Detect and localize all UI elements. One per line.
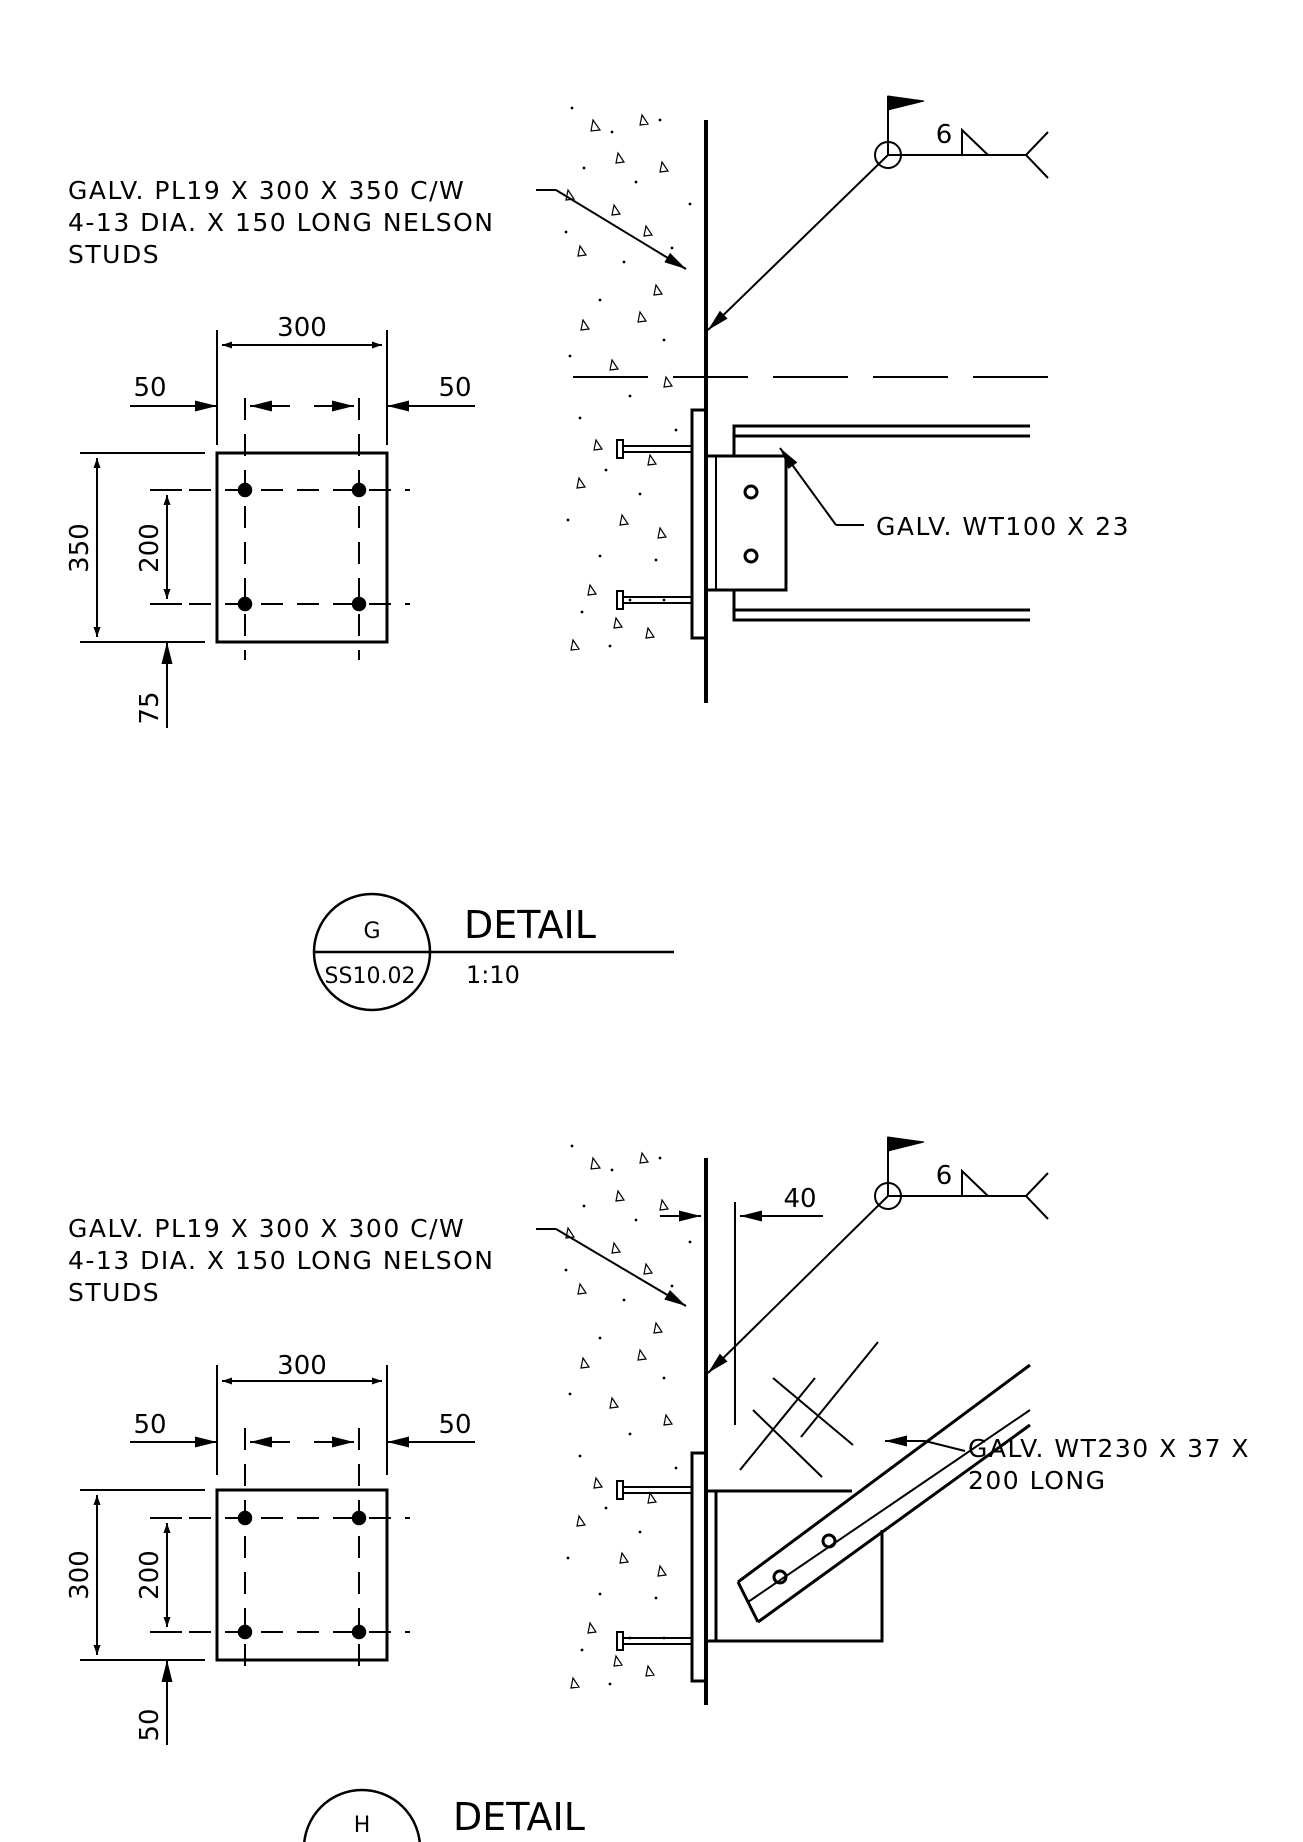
stud-marker bbox=[351, 1510, 367, 1526]
dim-bottom-edge: 50 bbox=[135, 1708, 165, 1741]
embed-plate bbox=[690, 408, 708, 640]
detail-letter: H bbox=[354, 1813, 371, 1838]
fillet-weld-icon bbox=[961, 1168, 989, 1197]
wt-stem bbox=[706, 1489, 884, 1643]
wt-stem bbox=[704, 454, 788, 592]
nelson-stud bbox=[616, 1631, 624, 1651]
member-label-line-2: 200 LONG bbox=[968, 1466, 1106, 1495]
dim-left-edge: 50 bbox=[133, 1410, 166, 1440]
plate-note-line-2: 4-13 DIA. X 150 LONG NELSON bbox=[68, 208, 495, 237]
detail-letter: G bbox=[363, 919, 380, 944]
dim-bottom-edge: 75 bbox=[135, 691, 165, 724]
nelson-stud bbox=[616, 1480, 624, 1500]
plate-note-line-3: STUDS bbox=[68, 240, 160, 269]
dim-right-edge: 50 bbox=[438, 1410, 471, 1440]
section-view-g bbox=[564, 95, 1065, 703]
member-label-line-1: GALV. WT230 X 37 X bbox=[968, 1434, 1250, 1463]
weld-size: 6 bbox=[936, 120, 953, 150]
detail-title-g: G SS10.02 DETAIL 1:10 bbox=[312, 892, 674, 1012]
detail-title: DETAIL bbox=[453, 1795, 585, 1839]
plate-note-line-1: GALV. PL19 X 300 X 300 C/W bbox=[68, 1214, 465, 1243]
weld-tail-icon bbox=[1024, 1172, 1049, 1220]
nelson-stud bbox=[616, 439, 624, 459]
bolt-hole bbox=[772, 1569, 788, 1585]
stud-marker bbox=[351, 596, 367, 612]
stud-marker bbox=[237, 1624, 253, 1640]
detail-marker-bubble bbox=[303, 1788, 421, 1842]
detail-h: GALV. PL19 X 300 X 300 C/W 4-13 DIA. X 1… bbox=[65, 1136, 1250, 1842]
field-weld-flag-icon bbox=[887, 1136, 925, 1152]
concrete-hatch bbox=[565, 1151, 674, 1689]
nelson-stud bbox=[616, 590, 624, 610]
base-plate-outline bbox=[215, 1488, 389, 1662]
sheet-reference: SS10.02 bbox=[325, 964, 416, 989]
concrete-hatch bbox=[565, 113, 674, 651]
leader-arrow bbox=[555, 1228, 687, 1307]
dim-stud-spacing: 200 bbox=[135, 1550, 165, 1600]
plate-note-line-1: GALV. PL19 X 300 X 350 C/W bbox=[68, 176, 465, 205]
stud-marker bbox=[237, 482, 253, 498]
dim-stud-spacing: 200 bbox=[135, 523, 165, 573]
concrete-dots bbox=[564, 106, 692, 648]
beam-bottom-flange bbox=[732, 590, 1030, 622]
bolt-hole bbox=[743, 484, 759, 500]
dim-right-edge: 50 bbox=[438, 373, 471, 403]
detail-title-h: H DETAIL bbox=[303, 1788, 585, 1842]
field-weld-flag-icon bbox=[887, 95, 925, 111]
plate-note-h: GALV. PL19 X 300 X 300 C/W 4-13 DIA. X 1… bbox=[68, 1214, 687, 1307]
concrete-dots bbox=[564, 1144, 692, 1686]
base-plate-outline bbox=[215, 451, 389, 644]
detail-title: DETAIL bbox=[464, 903, 596, 947]
dim-left-edge: 50 bbox=[133, 373, 166, 403]
detail-g: GALV. PL19 X 300 X 350 C/W 4-13 DIA. X 1… bbox=[65, 95, 1130, 1012]
bolt-hole bbox=[743, 548, 759, 564]
leader-arrow bbox=[555, 189, 687, 270]
fillet-weld-icon bbox=[961, 127, 989, 156]
plate-note-g: GALV. PL19 X 300 X 350 C/W 4-13 DIA. X 1… bbox=[68, 176, 687, 270]
detail-scale: 1:10 bbox=[466, 961, 520, 989]
weld-leader bbox=[707, 1195, 889, 1374]
plate-plan-g bbox=[80, 330, 475, 728]
plate-plan-h bbox=[80, 1365, 475, 1745]
plate-note-line-3: STUDS bbox=[68, 1278, 160, 1307]
weld-tail-icon bbox=[1024, 131, 1049, 179]
stud-marker bbox=[351, 482, 367, 498]
dim-offset: 40 bbox=[783, 1184, 816, 1214]
weld-size: 6 bbox=[936, 1161, 953, 1191]
stud-marker bbox=[237, 1510, 253, 1526]
dim-width: 300 bbox=[277, 1351, 327, 1381]
stud-marker bbox=[351, 1624, 367, 1640]
dim-width: 300 bbox=[277, 313, 327, 343]
plate-note-line-2: 4-13 DIA. X 150 LONG NELSON bbox=[68, 1246, 495, 1275]
beam-top-flange bbox=[732, 424, 1030, 456]
weld-leader bbox=[707, 154, 889, 331]
dim-height: 350 bbox=[65, 523, 95, 573]
section-view-h bbox=[564, 1136, 1049, 1705]
stud-marker bbox=[237, 596, 253, 612]
member-label: GALV. WT100 X 23 bbox=[876, 512, 1130, 541]
dim-height: 300 bbox=[65, 1550, 95, 1600]
embed-plate bbox=[690, 1451, 708, 1683]
bolt-hole bbox=[821, 1533, 837, 1549]
